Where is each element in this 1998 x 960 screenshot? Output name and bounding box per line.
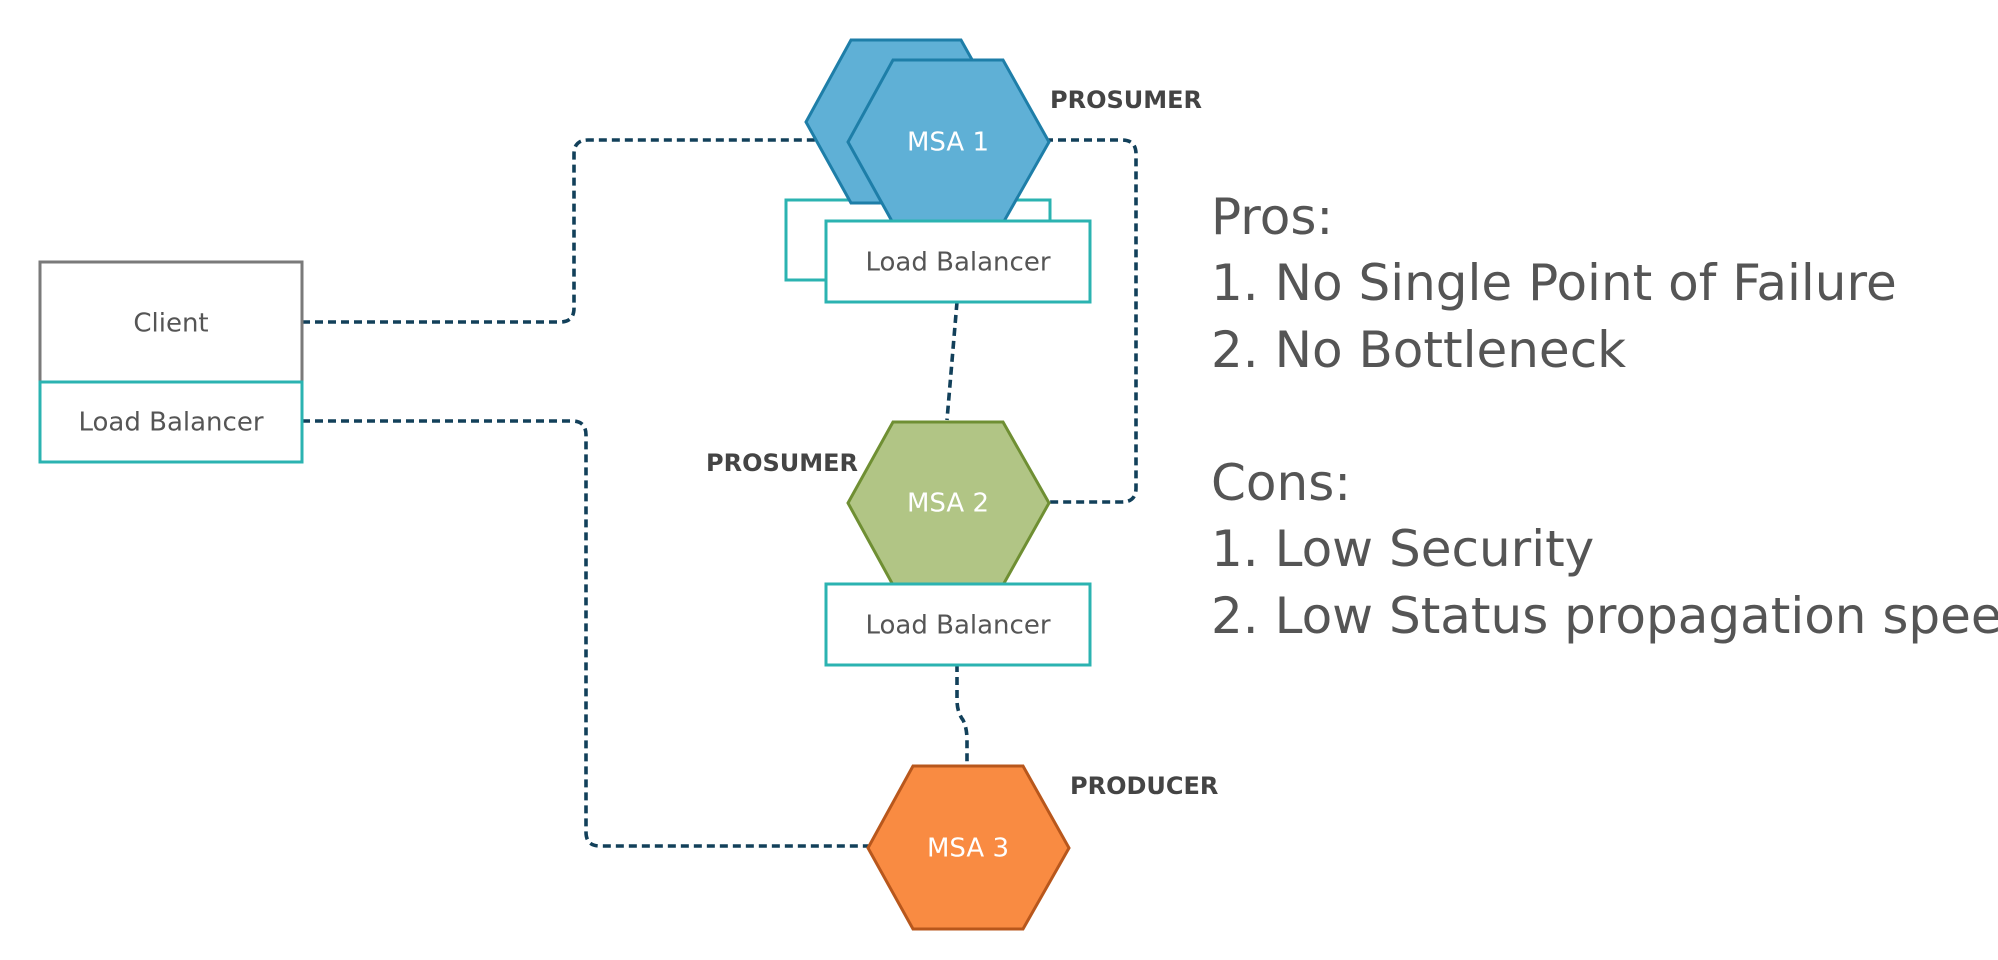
client-box: [38, 260, 304, 384]
client-label: Client: [133, 309, 208, 339]
msa3-label: MSA 3: [927, 834, 1009, 864]
msa3-role-tag: PRODUCER: [1070, 772, 1218, 800]
pros-item-2: 2. No Bottleneck: [1211, 321, 1626, 379]
msa3-hexagon: [866, 764, 1071, 931]
msa1-label: MSA 1: [907, 128, 989, 158]
client-load-balancer-box: [38, 380, 304, 464]
msa3-node: MSA 3 PRODUCER: [866, 764, 1218, 931]
connector-client-to-msa1: [302, 138, 852, 324]
cons-item-1: 1. Low Security: [1211, 520, 1594, 578]
msa1-node: MSA 1 Load Balancer PROSUMER: [784, 38, 1202, 304]
pros-cons-notes: Pros: 1. No Single Point of Failure 2. N…: [1211, 188, 1998, 645]
cons-item-2: 2. Low Status propagation speed: [1211, 587, 1998, 645]
msa1-role-tag: PROSUMER: [1050, 86, 1202, 114]
msa1-load-balancer-box: [824, 219, 1092, 304]
msa2-role-tag: PROSUMER: [706, 449, 858, 477]
cons-title: Cons:: [1211, 454, 1351, 512]
pros-title: Pros:: [1211, 188, 1333, 246]
msa2-node: MSA 2 Load Balancer PROSUMER: [706, 420, 1092, 667]
msa2-label: MSA 2: [907, 489, 989, 519]
msa2-load-balancer-box: [824, 582, 1092, 667]
connector-msa1-to-msa2: [1045, 138, 1138, 504]
connector-msa1-lb-to-msa2: [945, 301, 959, 421]
pros-item-1: 1. No Single Point of Failure: [1211, 254, 1897, 312]
connectors: [302, 138, 1138, 848]
msa1-load-balancer-label: Load Balancer: [865, 248, 1050, 278]
client-node: Client Load Balancer: [38, 260, 304, 464]
connector-msa2-lb-to-msa3: [955, 664, 969, 768]
client-load-balancer-label: Load Balancer: [78, 408, 263, 438]
connector-client-lb-to-msa3: [302, 419, 872, 848]
msa2-load-balancer-label: Load Balancer: [865, 611, 1050, 641]
